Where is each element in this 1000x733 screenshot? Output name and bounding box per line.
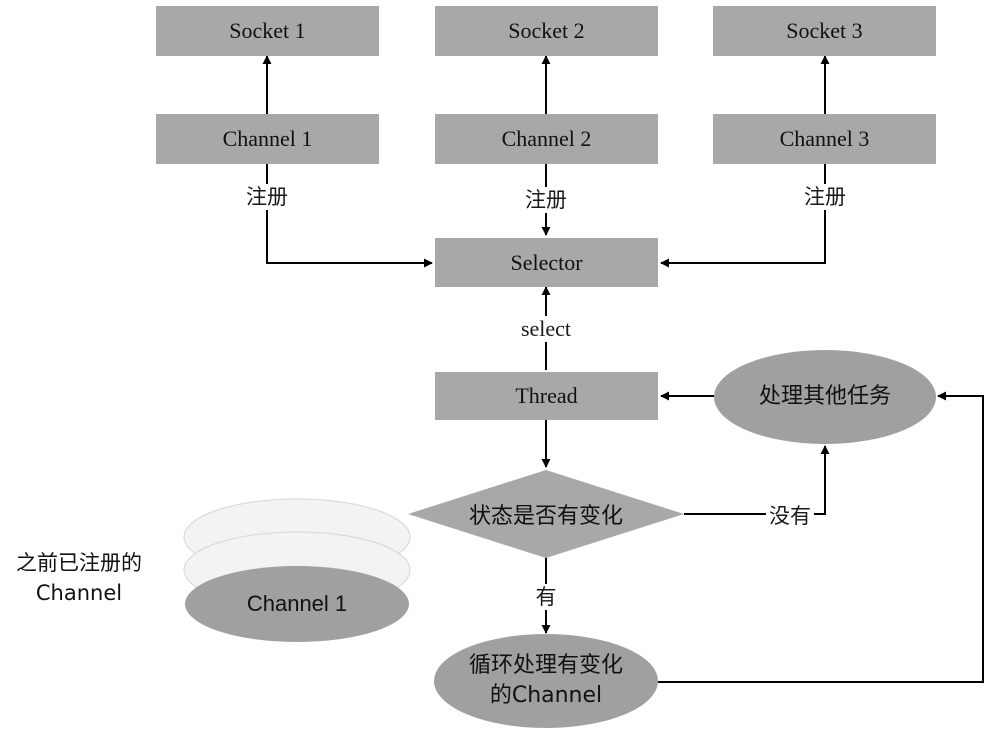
other-tasks-node: 处理其他任务 bbox=[714, 350, 936, 444]
registered-channels-caption: 之前已注册的 Channel bbox=[4, 548, 154, 608]
loop-process-line1: 循环处理有变化 bbox=[468, 653, 623, 679]
channel-2: Channel 2 bbox=[435, 114, 658, 164]
decision-diamond bbox=[408, 470, 684, 558]
caption-line2: Channel bbox=[35, 581, 123, 605]
arrow-decision-other-tasks bbox=[684, 445, 830, 515]
register-label-3: 注册 bbox=[801, 184, 849, 210]
yes-label: 有 bbox=[532, 584, 560, 610]
socket-1: Socket 1 bbox=[156, 6, 379, 56]
no-label: 没有 bbox=[766, 503, 814, 529]
caption-line1: 之前已注册的 bbox=[16, 551, 142, 575]
register-label-2: 注册 bbox=[522, 187, 570, 213]
register-label-1: 注册 bbox=[243, 184, 291, 210]
selector-node: Selector bbox=[435, 238, 658, 287]
thread-node: Thread bbox=[435, 372, 658, 420]
socket-3: Socket 3 bbox=[713, 6, 936, 56]
loop-process-node: 循环处理有变化 的Channel bbox=[434, 634, 658, 728]
stack-layer-front bbox=[185, 566, 409, 642]
stack-top-channel: Channel 1 bbox=[246, 591, 348, 616]
arrow-channel3-selector bbox=[660, 163, 826, 268]
select-label: select bbox=[517, 316, 575, 342]
socket-2: Socket 2 bbox=[435, 6, 658, 56]
loop-process-line2: 的Channel bbox=[489, 683, 603, 708]
arrow-loop-other-tasks bbox=[658, 391, 984, 683]
arrow-channel1-selector bbox=[266, 163, 433, 268]
channel-3: Channel 3 bbox=[713, 114, 936, 164]
channel-1: Channel 1 bbox=[156, 114, 379, 164]
decision-text: 状态是否有变化 bbox=[468, 504, 624, 529]
